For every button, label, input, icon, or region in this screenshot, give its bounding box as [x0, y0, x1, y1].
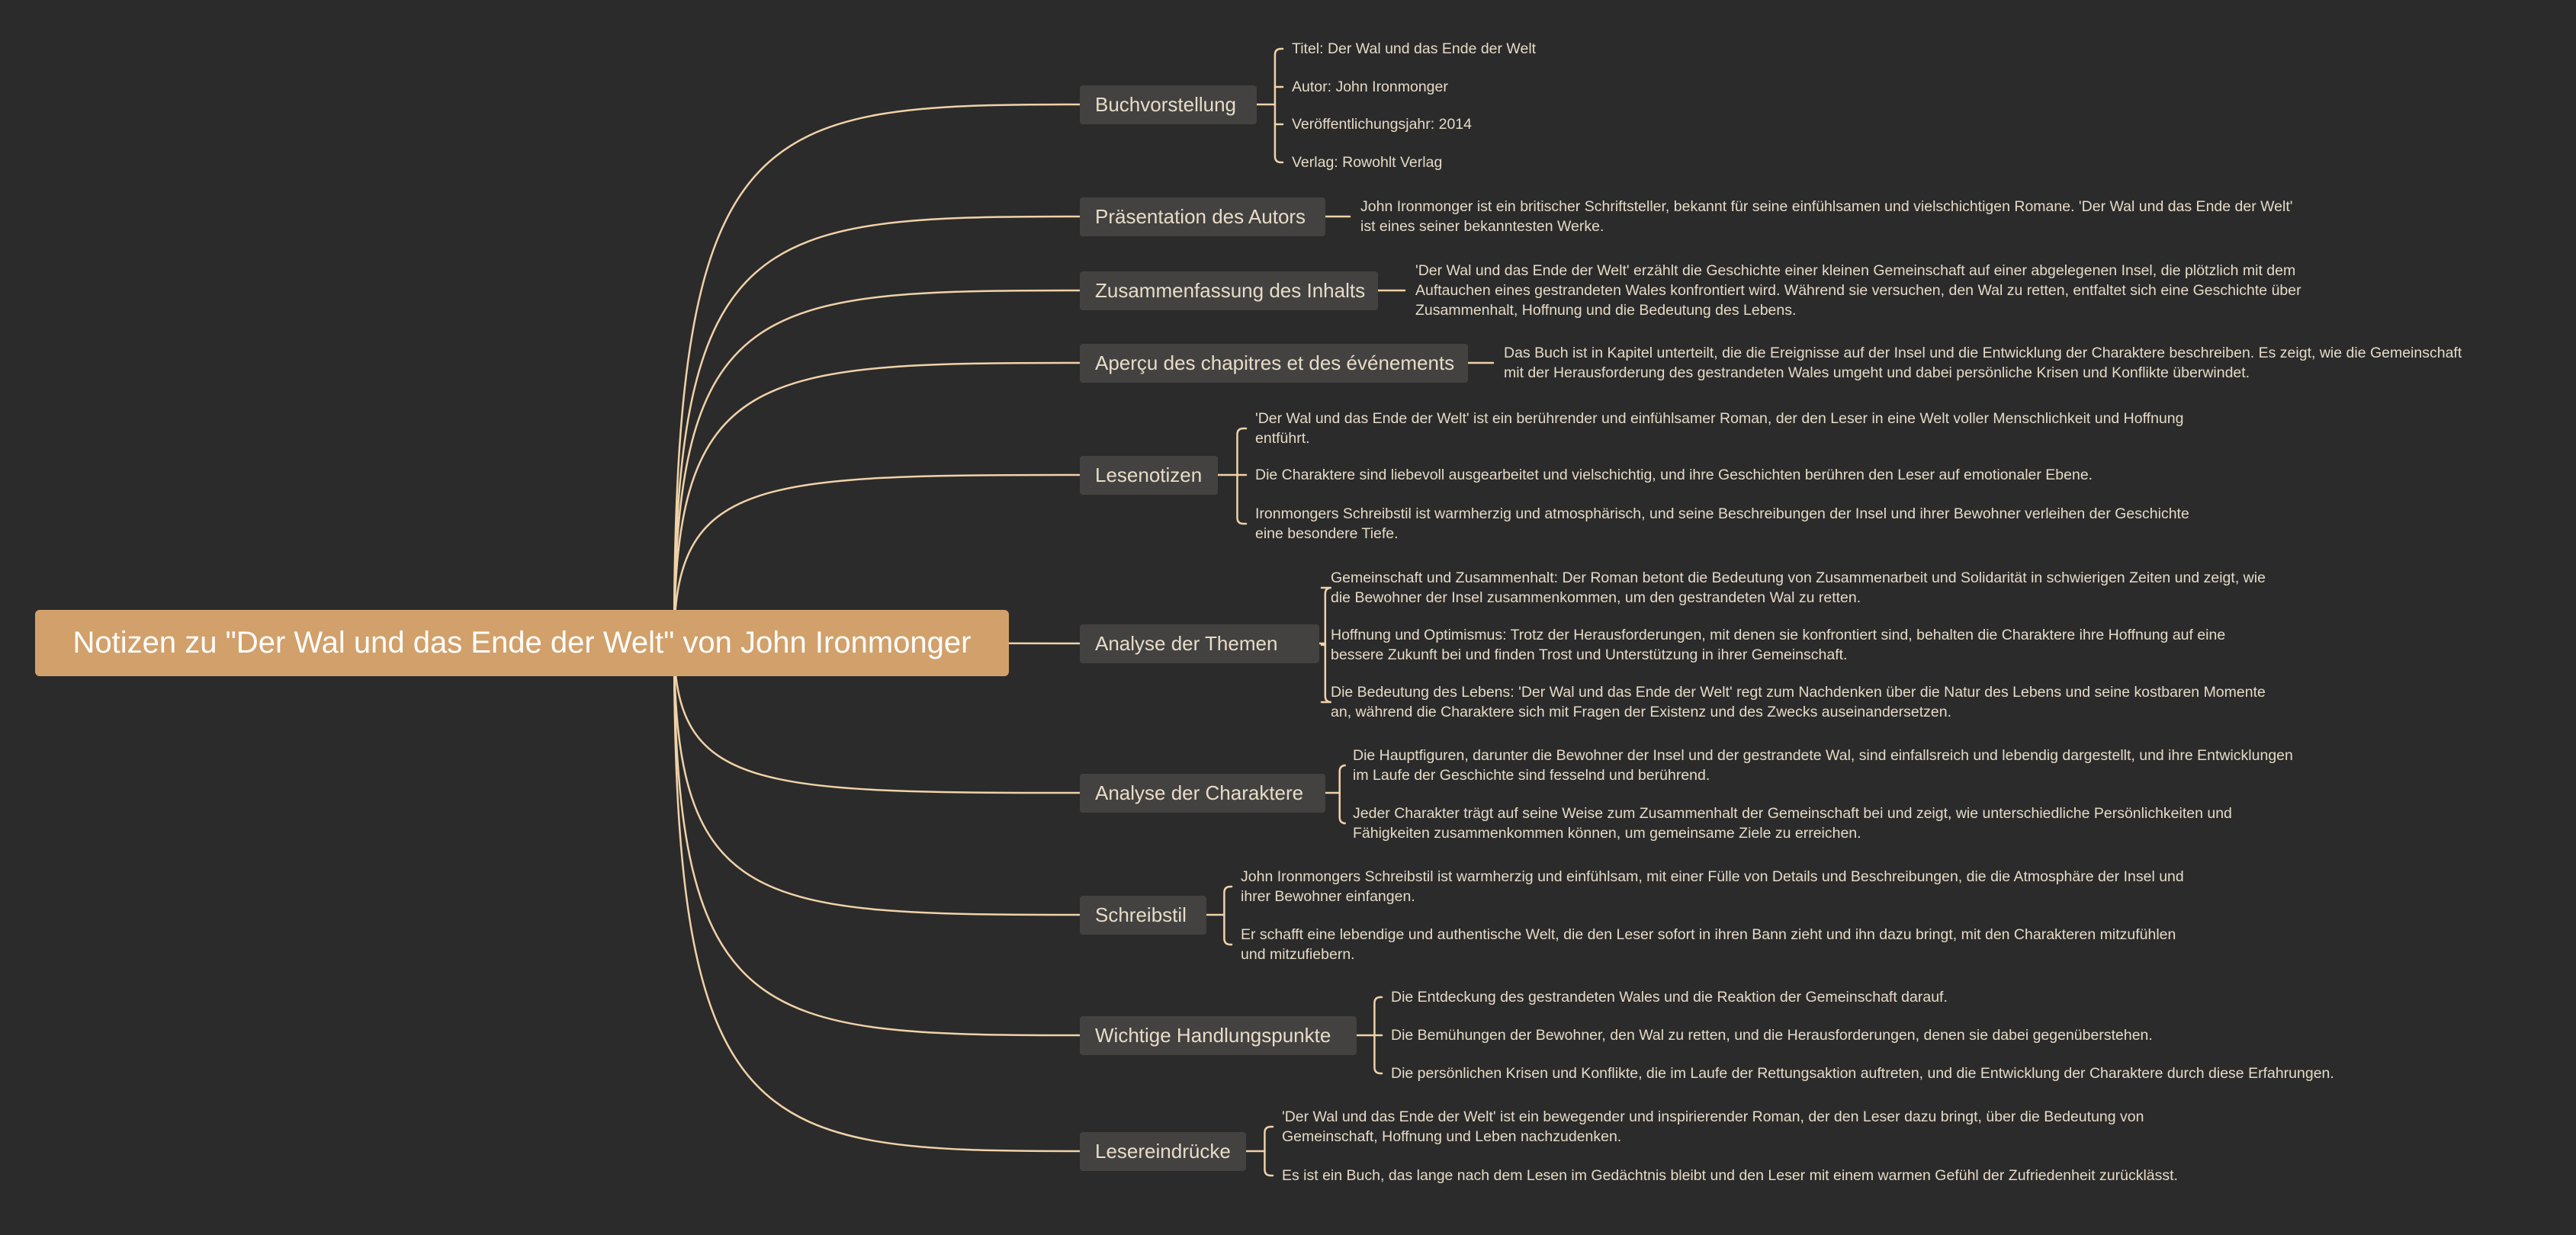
leaf-note: Es ist ein Buch, das lange nach dem Lese… [1282, 1166, 2178, 1185]
leaf-note-line: Auftauchen eines gestrandeten Wales konf… [1415, 282, 2301, 299]
leaf-note-line: bessere Zukunft bei und finden Trost und… [1331, 646, 1848, 663]
leaf-note-line: eine besondere Tiefe. [1255, 525, 1399, 542]
leaf-note-line: Jeder Charakter trägt auf seine Weise zu… [1353, 805, 2232, 822]
leaf-note-line: Die Entdeckung des gestrandeten Wales un… [1391, 989, 1948, 1006]
root-connector [673, 641, 1081, 1037]
root-connector [673, 641, 1081, 916]
root-connector [673, 361, 1081, 644]
leaf-note-line: Das Buch ist in Kapitel unterteilt, die … [1504, 345, 2462, 361]
leaf-note-line: 'Der Wal und das Ende der Welt' erzählt … [1415, 262, 2296, 279]
branch-topic[interactable]: Analyse der Themen [1080, 624, 1319, 663]
leaf-note-line: Die Charaktere sind liebevoll ausgearbei… [1255, 467, 2093, 483]
leaf-note-line: Ironmongers Schreibstil ist warmherzig u… [1255, 505, 2189, 522]
leaf-note: Das Buch ist in Kapitel unterteilt, die … [1504, 343, 2462, 383]
leaf-note-line: ihrer Bewohner einfangen. [1241, 888, 1415, 905]
branch-topic[interactable]: Buchvorstellung [1080, 85, 1257, 124]
leaf-note-line: John Ironmongers Schreibstil ist warmher… [1241, 868, 2184, 885]
leaf-note: Jeder Charakter trägt auf seine Weise zu… [1353, 804, 2232, 843]
leaf-note-line: Gemeinschaft und Zusammenhalt: Der Roman… [1331, 569, 2266, 586]
bracket-line [1264, 1125, 1274, 1177]
leaf-note: Die Entdeckung des gestrandeten Wales un… [1391, 987, 1948, 1007]
leaf-note-line: an, während die Charaktere sich mit Frag… [1331, 704, 1952, 720]
leaf-note-line: Titel: Der Wal und das Ende der Welt [1292, 40, 1537, 57]
leaf-note: Die Bedeutung des Lebens: 'Der Wal und d… [1331, 682, 2266, 722]
leaf-note-line: Die persönlichen Krisen und Konflikte, d… [1391, 1065, 2334, 1082]
leaf-note: John Ironmonger ist ein britischer Schri… [1360, 197, 2293, 236]
leaf-note: Die Bemühungen der Bewohner, den Wal zu … [1391, 1025, 2153, 1045]
leaf-note-line: und mitzufiebern. [1241, 946, 1355, 963]
bracket-line [1223, 885, 1233, 946]
root-connector [673, 641, 1081, 1153]
branch-topic[interactable]: Präsentation des Autors [1080, 197, 1325, 236]
branch-topic[interactable]: Lesenotizen [1080, 455, 1218, 495]
leaf-note-line: Die Bemühungen der Bewohner, den Wal zu … [1391, 1027, 2153, 1044]
leaf-note: Die Hauptfiguren, darunter die Bewohner … [1353, 746, 2293, 785]
leaf-note-line: Die Hauptfiguren, darunter die Bewohner … [1353, 747, 2293, 764]
leaf-note: Die persönlichen Krisen und Konflikte, d… [1391, 1063, 2334, 1083]
bracket-line [1274, 47, 1284, 164]
leaf-note-line: Veröffentlichungsjahr: 2014 [1292, 116, 1472, 133]
leaf-note-line: 'Der Wal und das Ende der Welt' ist ein … [1282, 1108, 2144, 1125]
branch-topic[interactable]: Schreibstil [1080, 895, 1206, 935]
branch-topic[interactable]: Zusammenfassung des Inhalts [1080, 271, 1378, 310]
central-topic[interactable]: Notizen zu "Der Wal und das Ende der Wel… [35, 610, 1009, 676]
branch-topic[interactable]: Analyse der Charaktere [1080, 773, 1325, 813]
leaf-note-line: Gemeinschaft, Hoffnung und Leben nachzud… [1282, 1128, 1622, 1145]
leaf-note-line: Die Bedeutung des Lebens: 'Der Wal und d… [1331, 684, 2266, 701]
leaf-note: Die Charaktere sind liebevoll ausgearbei… [1255, 465, 2093, 485]
leaf-note: Hoffnung und Optimismus: Trotz der Herau… [1331, 625, 2225, 665]
root-connector [673, 103, 1081, 644]
leaf-note: 'Der Wal und das Ende der Welt' ist ein … [1282, 1107, 2144, 1147]
bracket-line [1236, 427, 1248, 525]
leaf-note-line: Hoffnung und Optimismus: Trotz der Herau… [1331, 627, 2226, 643]
leaf-note-line: Fähigkeiten zusammenkommen können, um ge… [1353, 825, 1861, 842]
branch-topic[interactable]: Aperçu des chapitres et des événements [1080, 343, 1468, 383]
leaf-note-line: John Ironmonger ist ein britischer Schri… [1360, 198, 2293, 215]
branch-topic[interactable]: Lesereindrücke [1080, 1131, 1246, 1171]
leaf-note-line: Zusammenhalt, Hoffnung und die Bedeutung… [1415, 302, 1797, 319]
branch-topic[interactable]: Wichtige Handlungspunkte [1080, 1015, 1357, 1055]
leaf-note: 'Der Wal und das Ende der Welt' ist ein … [1255, 409, 2183, 448]
leaf-note-line: Autor: John Ironmonger [1292, 79, 1448, 95]
root-connector [673, 289, 1081, 644]
bracket-line [1338, 764, 1346, 825]
leaf-note-line: Er schafft eine lebendige und authentisc… [1241, 926, 2176, 943]
leaf-note-line: im Laufe der Geschichte sind fesselnd un… [1353, 767, 1710, 784]
leaf-note-line: ist eines seiner bekanntesten Werke. [1360, 218, 1604, 235]
root-connector [673, 473, 1081, 644]
leaf-note: Veröffentlichungsjahr: 2014 [1292, 114, 1472, 134]
leaf-note-line: 'Der Wal und das Ende der Welt' ist ein … [1255, 410, 2184, 427]
leaf-note: Er schafft eine lebendige und authentisc… [1241, 925, 2176, 964]
leaf-note-line: entführt. [1255, 430, 1310, 447]
leaf-note: 'Der Wal und das Ende der Welt' erzählt … [1415, 261, 2301, 320]
leaf-note: Autor: John Ironmonger [1292, 77, 1448, 97]
leaf-note-line: die Bewohner der Insel zusammenkommen, u… [1331, 589, 1861, 606]
leaf-note: Ironmongers Schreibstil ist warmherzig u… [1255, 504, 2189, 544]
leaf-note: Verlag: Rowohlt Verlag [1292, 152, 1442, 172]
leaf-note: Titel: Der Wal und das Ende der Welt [1292, 39, 1536, 59]
leaf-note: Gemeinschaft und Zusammenhalt: Der Roman… [1331, 568, 2266, 608]
leaf-note-line: mit der Herausforderung des gestrandeten… [1504, 364, 2250, 381]
root-connector [673, 641, 1081, 794]
leaf-note-line: Es ist ein Buch, das lange nach dem Lese… [1282, 1167, 2178, 1184]
leaf-note-line: Verlag: Rowohlt Verlag [1292, 154, 1443, 171]
root-connector [673, 215, 1081, 644]
leaf-note: John Ironmongers Schreibstil ist warmher… [1241, 867, 2184, 906]
